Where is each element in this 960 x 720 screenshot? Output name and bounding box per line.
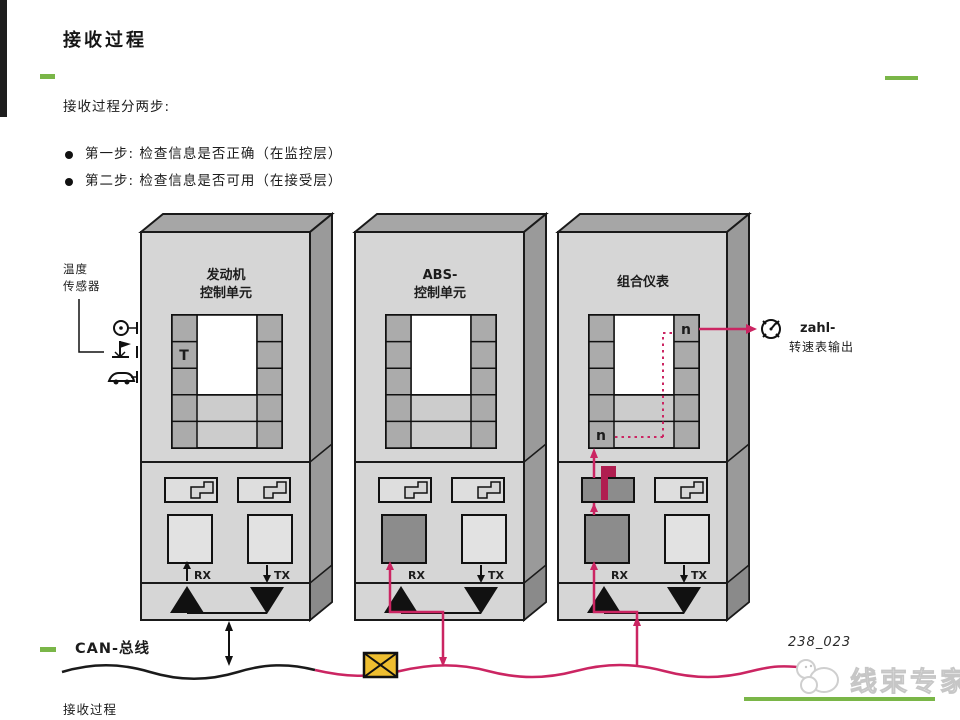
- tx-label: TX: [274, 569, 291, 582]
- dotted-signal-route: [615, 332, 672, 438]
- ecu-name-line2: 控制单元: [414, 285, 466, 301]
- watermark-logo: [796, 659, 839, 694]
- bullet-dot: [65, 151, 73, 159]
- can-bus-label: CAN-总线: [75, 639, 150, 657]
- bullet-dot: [65, 178, 73, 186]
- flag-sensor-icon: [112, 341, 138, 358]
- bullet-list: 第一步: 检查信息是否正确（在监控层） 第二步: 检查信息是否可用（在接受层）: [65, 141, 342, 195]
- car-sensor-icon: [107, 371, 138, 385]
- scan-edge-strip: [0, 0, 7, 117]
- green-dash-left: [40, 74, 55, 79]
- reception-diagram: 温度 传感器: [40, 211, 960, 717]
- ecu-name-line1: 组合仪表: [617, 274, 670, 290]
- tacho-label-line2: 转速表输出: [789, 339, 854, 354]
- message-envelope-icon: [362, 651, 399, 679]
- tacho-label-line1: zahl-: [800, 321, 835, 336]
- green-underline: [744, 697, 935, 701]
- footer-caption: 接收过程: [63, 702, 117, 717]
- intro-text: 接收过程分两步:: [63, 99, 171, 115]
- rx-register-block: [167, 514, 213, 564]
- ecu-cluster-box: 组合仪表 n n RX TX: [555, 211, 757, 666]
- bullet-item: 第一步: 检查信息是否正确（在监控层）: [65, 141, 342, 168]
- pink-key-glyph: [601, 466, 616, 500]
- sensor-label-line1: 温度: [63, 262, 88, 276]
- bus-wire-pink: [314, 663, 807, 679]
- can-bus: CAN-总线: [40, 639, 807, 680]
- sensor-label-line2: 传感器: [63, 279, 101, 293]
- bullet-item: 第二步: 检查信息是否可用（在接受层）: [65, 168, 342, 195]
- rx-label: RX: [611, 569, 628, 582]
- signal-path-abs: [386, 561, 447, 667]
- gauge-icon: [761, 319, 781, 339]
- ecu-abs-box: ABS- 控制单元 RX TX: [352, 211, 549, 667]
- tx-label: TX: [488, 569, 505, 582]
- ecu-name-line1: ABS-: [423, 268, 458, 283]
- message-frame-filmstrip: n n: [588, 314, 700, 449]
- watermark-text: 线束专家: [850, 666, 960, 698]
- ecu-name-line2: 控制单元: [200, 285, 252, 301]
- sensor-bracket-line: [78, 299, 104, 353]
- round-sensor-icon: [113, 320, 138, 336]
- watermark: 线束专家: [744, 659, 960, 701]
- tx-register-block: [664, 514, 710, 564]
- rx-register-block-active: [381, 514, 427, 564]
- gateway-connector: [378, 477, 505, 503]
- tachometer-output: zahl- 转速表输出: [761, 319, 854, 354]
- ecu-engine-box: 发动机 控制单元 T RX: [138, 211, 335, 666]
- bullet-text: 第二步: 检查信息是否可用（在接受层）: [85, 173, 343, 189]
- bullet-text: 第一步: 检查信息是否正确（在监控层）: [85, 146, 343, 162]
- green-dash-right: [885, 76, 918, 80]
- figure-number: 238_023: [788, 635, 851, 650]
- rx-register-block-active: [584, 514, 630, 564]
- signal-in-letter: n: [596, 428, 606, 444]
- signal-path-cluster: [590, 324, 757, 666]
- rx-label: RX: [408, 569, 425, 582]
- bus-transceiver: [170, 586, 284, 614]
- tx-label: TX: [691, 569, 708, 582]
- bus-wire-black: [61, 664, 316, 680]
- tx-register-block: [247, 514, 293, 564]
- tx-register-block: [461, 514, 507, 564]
- temperature-data-letter: T: [179, 348, 189, 364]
- message-frame-filmstrip: [385, 314, 497, 449]
- signal-out-letter: n: [681, 322, 691, 338]
- page-title: 接收过程: [63, 30, 147, 51]
- message-frame-filmstrip: T: [171, 314, 283, 449]
- bus-drop-line: [225, 621, 233, 666]
- rx-label: RX: [194, 569, 211, 582]
- green-dash-bus: [40, 647, 56, 652]
- gateway-connector: [164, 477, 291, 503]
- ecu-name-line1: 发动机: [205, 267, 245, 283]
